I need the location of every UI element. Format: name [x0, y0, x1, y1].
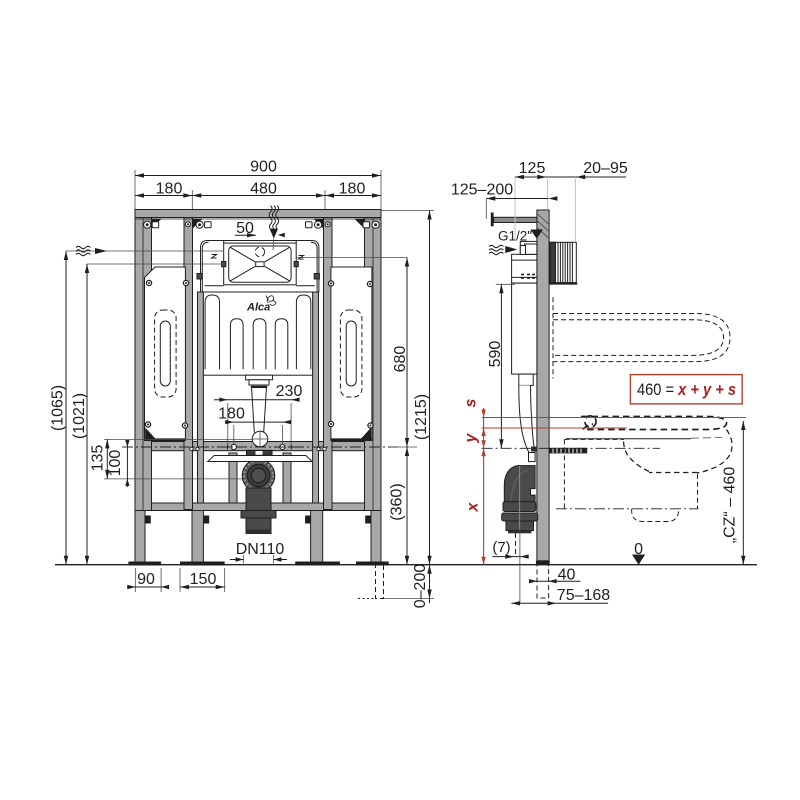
- svg-text:(7): (7): [492, 539, 510, 556]
- svg-text:(360): (360): [388, 483, 405, 520]
- svg-text:75–168: 75–168: [557, 587, 610, 604]
- svg-text:(1215): (1215): [413, 394, 430, 440]
- svg-text:(1065): (1065): [50, 385, 67, 431]
- svg-text:50: 50: [236, 220, 254, 237]
- svg-text:180: 180: [156, 180, 183, 197]
- svg-text:180: 180: [339, 180, 366, 197]
- svg-text:230: 230: [276, 383, 303, 400]
- svg-text:125: 125: [519, 160, 546, 177]
- svg-text:y: y: [463, 432, 480, 443]
- svg-text:x: x: [465, 501, 482, 512]
- svg-text:150: 150: [190, 571, 217, 588]
- svg-text:G1/2": G1/2": [498, 229, 532, 244]
- svg-text:90: 90: [137, 571, 155, 588]
- svg-text:20–95: 20–95: [583, 160, 628, 177]
- svg-text:900: 900: [250, 159, 277, 176]
- svg-text:135: 135: [90, 445, 107, 472]
- svg-text:590: 590: [487, 341, 504, 368]
- svg-text:0: 0: [634, 541, 643, 558]
- svg-text:480: 480: [250, 180, 277, 197]
- svg-text:40: 40: [558, 566, 576, 583]
- svg-text:0–200: 0–200: [412, 564, 429, 609]
- svg-text:100: 100: [107, 450, 124, 477]
- svg-text:680: 680: [392, 346, 409, 373]
- svg-text:s: s: [463, 398, 480, 407]
- svg-text:(1021): (1021): [71, 393, 88, 439]
- svg-text:125–200: 125–200: [451, 182, 513, 199]
- svg-text:180: 180: [218, 406, 245, 423]
- svg-text:Alca: Alca: [246, 302, 270, 314]
- svg-text:„CZ“ – 460: „CZ“ – 460: [722, 467, 739, 544]
- svg-text:460 = x + y + s: 460 = x + y + s: [637, 381, 736, 399]
- svg-text:DN110: DN110: [236, 541, 285, 558]
